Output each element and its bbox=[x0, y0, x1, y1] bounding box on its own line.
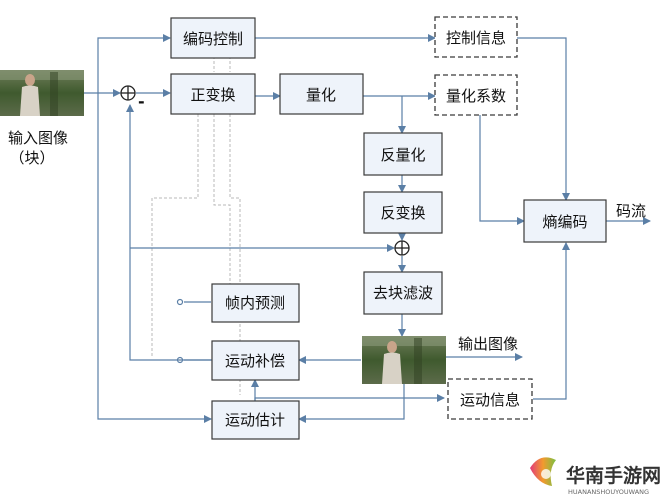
control-info-label: 控制信息 bbox=[446, 29, 506, 47]
inverse-transform-label: 反变换 bbox=[380, 204, 425, 222]
output-image-label: 输出图像 bbox=[458, 335, 518, 353]
quantize-block: 量化 bbox=[279, 73, 364, 115]
quant-coeff-label: 量化系数 bbox=[446, 87, 506, 105]
entropy-coding-block: 熵编码 bbox=[523, 199, 607, 243]
motion-compensation-block: 运动补偿 bbox=[211, 340, 300, 381]
output-image-photo bbox=[362, 336, 446, 384]
quantize-label: 量化 bbox=[306, 86, 336, 104]
inverse-quant-label: 反量化 bbox=[380, 146, 425, 164]
inter-switch-node bbox=[176, 356, 184, 364]
connection-arrows bbox=[84, 34, 651, 423]
encode-control-label: 编码控制 bbox=[183, 30, 243, 48]
motion-compensation-label: 运动补偿 bbox=[225, 352, 285, 370]
input-image-label: 输入图像 bbox=[8, 129, 68, 147]
transform-label: 正变换 bbox=[190, 86, 235, 104]
input-block-label: （块） bbox=[9, 149, 54, 167]
intra-switch-node bbox=[176, 298, 184, 306]
inverse-quant-block: 反量化 bbox=[363, 132, 443, 176]
motion-info-block: 运动信息 bbox=[447, 378, 533, 420]
deblocking-block: 去块滤波 bbox=[363, 271, 443, 315]
minus-sign: - bbox=[138, 92, 145, 111]
input-image-photo bbox=[0, 70, 84, 116]
quant-coeff-block: 量化系数 bbox=[434, 74, 518, 116]
entropy-coding-label: 熵编码 bbox=[542, 213, 587, 231]
bitstream-label: 码流 bbox=[616, 202, 646, 220]
encode-control-block: 编码控制 bbox=[170, 17, 256, 59]
watermark-subtext: HUANANSHOUYOUWANG bbox=[568, 488, 649, 496]
control-info-block: 控制信息 bbox=[434, 16, 518, 58]
deblocking-label: 去块滤波 bbox=[373, 284, 433, 302]
residual-adder bbox=[120, 85, 136, 101]
motion-estimation-label: 运动估计 bbox=[225, 411, 285, 429]
motion-estimation-block: 运动估计 bbox=[211, 400, 300, 440]
transform-block: 正变换 bbox=[170, 73, 256, 115]
motion-info-label: 运动信息 bbox=[460, 391, 520, 409]
reconstruction-adder bbox=[394, 240, 410, 256]
watermark-text: 华南手游网 bbox=[566, 464, 661, 487]
intra-prediction-block: 帧内预测 bbox=[211, 283, 300, 323]
inverse-transform-block: 反变换 bbox=[363, 191, 443, 234]
watermark-logo: 华南手游网 HUANANSHOUYOUWANG bbox=[530, 457, 661, 496]
intra-prediction-label: 帧内预测 bbox=[225, 294, 285, 312]
